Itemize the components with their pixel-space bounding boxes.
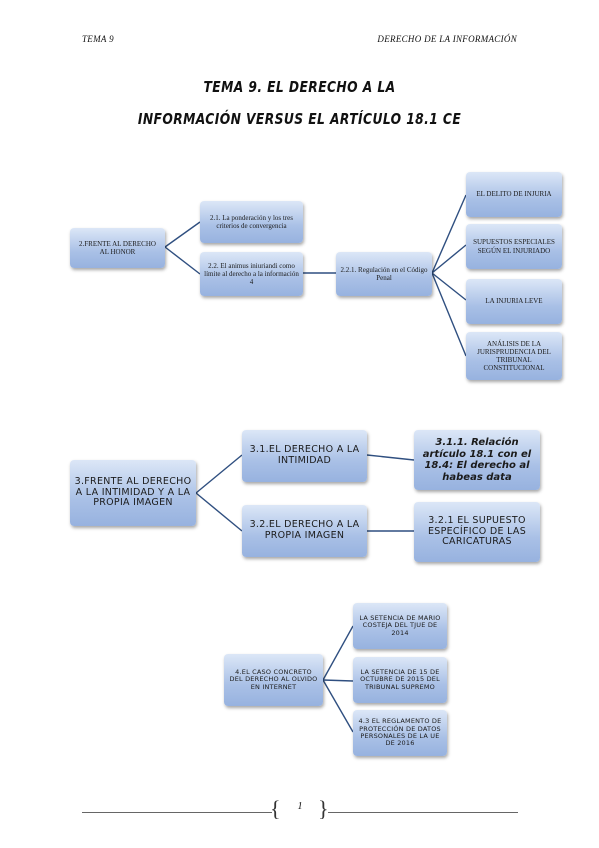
node-delito-injuria: EL DELITO DE INJURIA <box>466 172 562 217</box>
node-regulacion-codigo-penal: 2.2.1. Regulación en el Código Penal <box>336 252 432 296</box>
node-animus-iniuriandi: 2.2. El animus iniuriandi como límite al… <box>200 252 303 296</box>
node-analisis-jurisprudencia: ANÁLISIS DE LA JURISPRUDENCIA DEL TRIBUN… <box>466 332 562 380</box>
node-sentencia-costeja: LA SETENCIA DE MARIO COSTEJA DEL TJUE DE… <box>353 603 447 649</box>
node-honor: 2.FRENTE AL DERECHO AL HONOR <box>70 228 165 268</box>
footer-brace-left: { <box>270 796 281 821</box>
node-sentencia-tribunal-supremo: LA SETENCIA DE 15 DE OCTUBRE DE 2015 DEL… <box>353 657 447 703</box>
page-number: 1 <box>297 801 303 812</box>
node-derecho-propia-imagen: 3.2.EL DERECHO A LA PROPIA IMAGEN <box>242 505 367 557</box>
node-supuestos-especiales: SUPUESTOS ESPECIALES SEGÚN EL INJURIADO <box>466 224 562 269</box>
node-injuria-leve: LA INJURIA LEVE <box>466 279 562 324</box>
node-habeas-data: 3.1.1. Relación artículo 18.1 con el 18.… <box>414 430 540 490</box>
footer-rule-right <box>328 812 518 813</box>
node-caricaturas: 3.2.1 EL SUPUESTO ESPECÍFICO DE LAS CARI… <box>414 502 540 562</box>
title-line-2: INFORMACIÓN VERSUS EL ARTÍCULO 18.1 CE <box>137 110 462 128</box>
title-line-1: TEMA 9. EL DERECHO A LA <box>203 78 396 96</box>
node-derecho-intimidad: 3.1.EL DERECHO A LA INTIMIDAD <box>242 430 367 482</box>
footer-rule-left <box>82 812 272 813</box>
node-ponderacion: 2.1. La ponderación y los tres criterios… <box>200 201 303 243</box>
header-left: TEMA 9 <box>82 34 114 44</box>
footer-brace-right: } <box>318 796 329 821</box>
header-right: DERECHO DE LA INFORMACIÓN <box>377 34 517 44</box>
node-reglamento-proteccion-datos: 4.3 EL REGLAMENTO DE PROTECCIÓN DE DATOS… <box>353 710 447 756</box>
node-intimidad-propia-imagen: 3.FRENTE AL DERECHO A LA INTIMIDAD Y A L… <box>70 460 196 526</box>
node-derecho-olvido: 4.EL CASO CONCRETO DEL DERECHO AL OLVIDO… <box>224 654 323 706</box>
